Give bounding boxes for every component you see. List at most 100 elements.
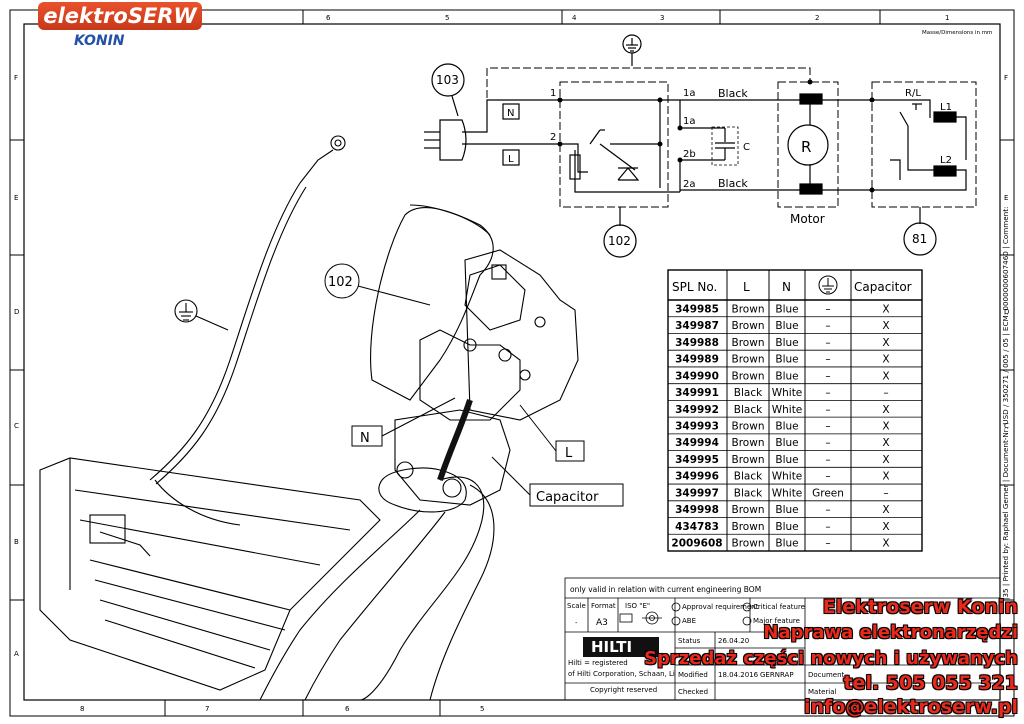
format-value: A3 xyxy=(596,618,608,628)
table-cell: – xyxy=(825,337,830,349)
table-cell: Blue xyxy=(775,337,798,349)
critical-label: Critical feature xyxy=(753,603,805,611)
table-cell: – xyxy=(825,320,830,332)
table-cell: Blue xyxy=(775,504,798,516)
table-cell: 349995 xyxy=(675,454,719,466)
callout-102-schematic: 102 xyxy=(608,234,631,248)
frame-column-labels: 6 5 4 3 2 1 8 7 6 5 xyxy=(80,14,949,713)
table-cell: Blue xyxy=(775,421,798,433)
table-cell: Blue xyxy=(775,320,798,332)
table-cell: White xyxy=(772,487,803,499)
table-cell: – xyxy=(825,303,830,315)
table-cell: Black xyxy=(734,387,763,399)
label-l: L xyxy=(508,154,514,165)
status-label: Status xyxy=(678,637,701,645)
table-cell: Brown xyxy=(732,454,765,466)
table-cell: Green xyxy=(812,487,844,499)
table-cell: Brown xyxy=(732,354,765,366)
table-cell: X xyxy=(882,538,889,550)
row-label: A xyxy=(14,650,19,658)
table-cell: Black xyxy=(734,404,763,416)
modified-date: 18.04.2016 xyxy=(718,671,759,679)
table-cell: Blue xyxy=(775,437,798,449)
table-cell: Black xyxy=(734,487,763,499)
table-cell: 349989 xyxy=(675,354,719,366)
col-label: 4 xyxy=(572,14,577,22)
table-cell: Brown xyxy=(732,521,765,533)
ad-line-company: Elektroserw Konin xyxy=(822,596,1018,618)
table-cell: 349993 xyxy=(675,421,719,433)
black-cable xyxy=(437,399,473,481)
row-label: D xyxy=(14,308,19,316)
assembly-label-l: L xyxy=(565,446,573,461)
callout-102-assembly: 102 xyxy=(328,275,353,290)
assembly-label-capacitor: Capacitor xyxy=(536,490,599,505)
table-cell: 2009608 xyxy=(671,538,722,550)
copyright: Copyright reserved xyxy=(590,686,657,694)
validity-note: only valid in relation with current engi… xyxy=(570,585,761,594)
iso-label: ISO "E" xyxy=(625,602,650,610)
col-label: 6 xyxy=(326,14,331,22)
modified-label: Modified xyxy=(678,671,708,679)
row-label: F xyxy=(1004,74,1008,82)
table-cell: X xyxy=(882,471,889,483)
ad-line-phone: tel. 505 055 321 xyxy=(843,672,1018,694)
table-cell: X xyxy=(882,437,889,449)
table-cell: – xyxy=(825,404,830,416)
table-cell: – xyxy=(825,437,830,449)
elektroserw-logo: elektroSERW xyxy=(38,2,202,30)
format-label: Format xyxy=(591,602,616,610)
reg-line2: of Hilti Corporation, Schaan, Li xyxy=(568,670,675,678)
table-cell: Brown xyxy=(732,437,765,449)
header-n: N xyxy=(782,280,791,294)
ad-line-email[interactable]: info@elektroserw.pl xyxy=(803,696,1018,718)
capacitor-label: C xyxy=(743,142,750,153)
header-spl: SPL No. xyxy=(672,280,717,294)
hilti-logo: HILTI xyxy=(583,637,659,657)
table-cell: X xyxy=(882,354,889,366)
terminal-2a: 2a xyxy=(683,179,696,190)
row-label: E xyxy=(1004,194,1008,202)
rotor-label: R xyxy=(801,138,811,156)
ad-line-parts: Sprzedaż części nowych i używanych xyxy=(644,648,1018,669)
title-block xyxy=(564,577,1001,701)
table-cell: Blue xyxy=(775,521,798,533)
table-cell: Blue xyxy=(775,354,798,366)
table-cell: X xyxy=(882,337,889,349)
header-capacitor: Capacitor xyxy=(854,280,912,294)
row-label: D xyxy=(1004,308,1009,316)
col-label: 7 xyxy=(205,705,209,713)
table-cell: 349987 xyxy=(675,320,719,332)
label-n: N xyxy=(507,108,514,119)
table-cell: 349996 xyxy=(675,471,719,483)
table-cell: – xyxy=(825,370,830,382)
table-cell: Black xyxy=(734,471,763,483)
l2-label: L2 xyxy=(940,155,952,166)
col-label: 3 xyxy=(660,14,664,22)
table-cell: Blue xyxy=(775,303,798,315)
callout-103: 103 xyxy=(436,73,459,87)
table-cell: Brown xyxy=(732,337,765,349)
header-l: L xyxy=(743,280,750,294)
table-cell: 349991 xyxy=(675,387,719,399)
checked-label: Checked xyxy=(678,688,708,696)
table-cell: X xyxy=(882,404,889,416)
wire-label-black-bottom: Black xyxy=(718,177,748,190)
table-cell: Blue xyxy=(775,454,798,466)
wiring-schematic xyxy=(424,34,977,258)
col-label: 5 xyxy=(480,705,484,713)
table-cell: 349988 xyxy=(675,337,719,349)
table-cell: X xyxy=(882,303,889,315)
row-label: F xyxy=(14,74,18,82)
terminal-2: 2 xyxy=(550,132,556,143)
header-ground-icon xyxy=(818,275,838,295)
assembly-drawing xyxy=(39,135,579,701)
approval-label: Approval requirement xyxy=(682,603,759,611)
table-cell: – xyxy=(825,471,830,483)
table-cell: – xyxy=(825,421,830,433)
terminal-2b: 2b xyxy=(683,149,696,160)
table-cell: 349990 xyxy=(675,370,719,382)
table-cell: 434783 xyxy=(675,521,719,533)
